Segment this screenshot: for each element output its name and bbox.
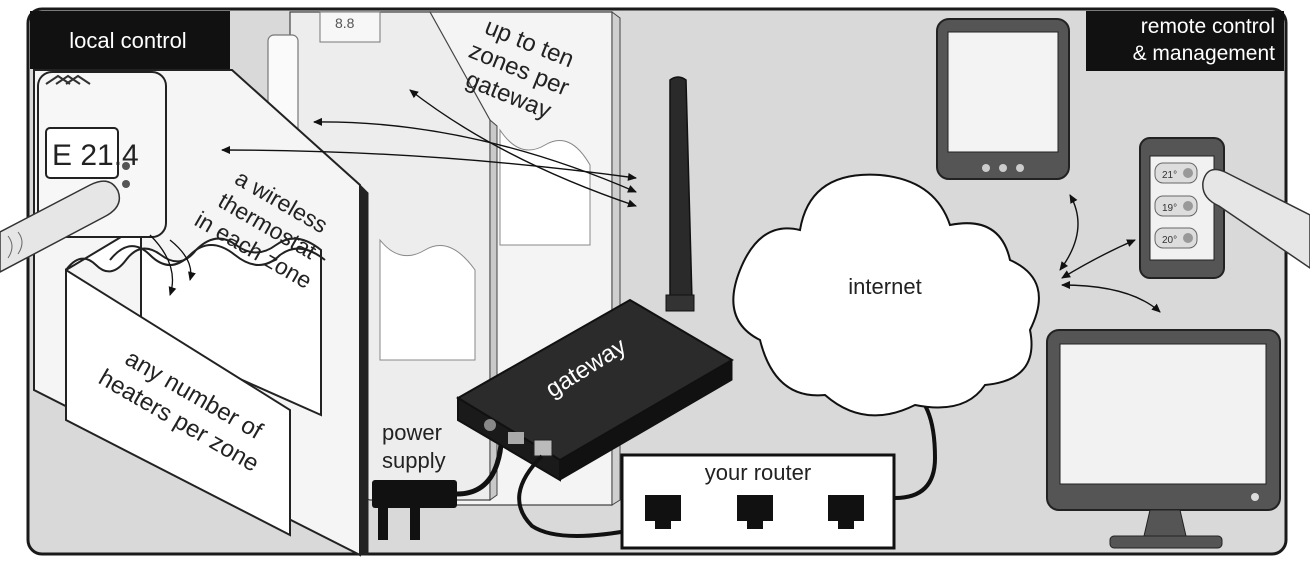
remote-arrows (1059, 194, 1161, 313)
wireless-arrows (221, 89, 637, 208)
gateway-icon: gateway (456, 298, 734, 482)
antenna-icon (665, 76, 695, 312)
remote-control-label: remote control & management (1086, 11, 1284, 71)
phone-row: 19° (1154, 195, 1198, 217)
svg-text:your router: your router (705, 460, 811, 485)
svg-text:21°: 21° (1162, 170, 1177, 181)
finger-icon (1202, 168, 1310, 269)
svg-text:supply: supply (382, 448, 446, 473)
ethernet-port-icon (828, 495, 864, 529)
thermostat-to-heater-arrow (149, 234, 177, 296)
monitor-icon (1046, 329, 1281, 549)
router-icon: your router (620, 453, 896, 550)
radiator-front (65, 223, 326, 537)
tablet-icon (936, 18, 1070, 180)
thermostat-to-heater-arrow-2 (169, 239, 196, 281)
phone-icon: 21° 19° 20° (1139, 137, 1225, 279)
gateway-router-cable (517, 454, 653, 538)
svg-text:remote control: remote control (1141, 15, 1275, 38)
power-supply-label: power supply (382, 420, 446, 473)
cloud-icon: internet (732, 173, 1040, 417)
svg-text:19°: 19° (1162, 203, 1177, 214)
local-control-label: local control (30, 11, 230, 69)
svg-text:power: power (382, 420, 442, 445)
phone-row: 20° (1154, 227, 1198, 249)
ethernet-port-icon (645, 495, 681, 529)
svg-text:8.8: 8.8 (335, 15, 355, 31)
svg-text:& management: & management (1133, 42, 1276, 65)
svg-text:local control: local control (69, 28, 186, 53)
internet-label: internet (848, 274, 921, 299)
thermostat-back-icon: 8.8 (319, 11, 381, 43)
phone-row: 21° (1154, 162, 1198, 184)
ethernet-port-icon (737, 495, 773, 529)
plug-icon (372, 422, 504, 540)
svg-text:20°: 20° (1162, 235, 1177, 246)
finger-icon (0, 180, 121, 273)
